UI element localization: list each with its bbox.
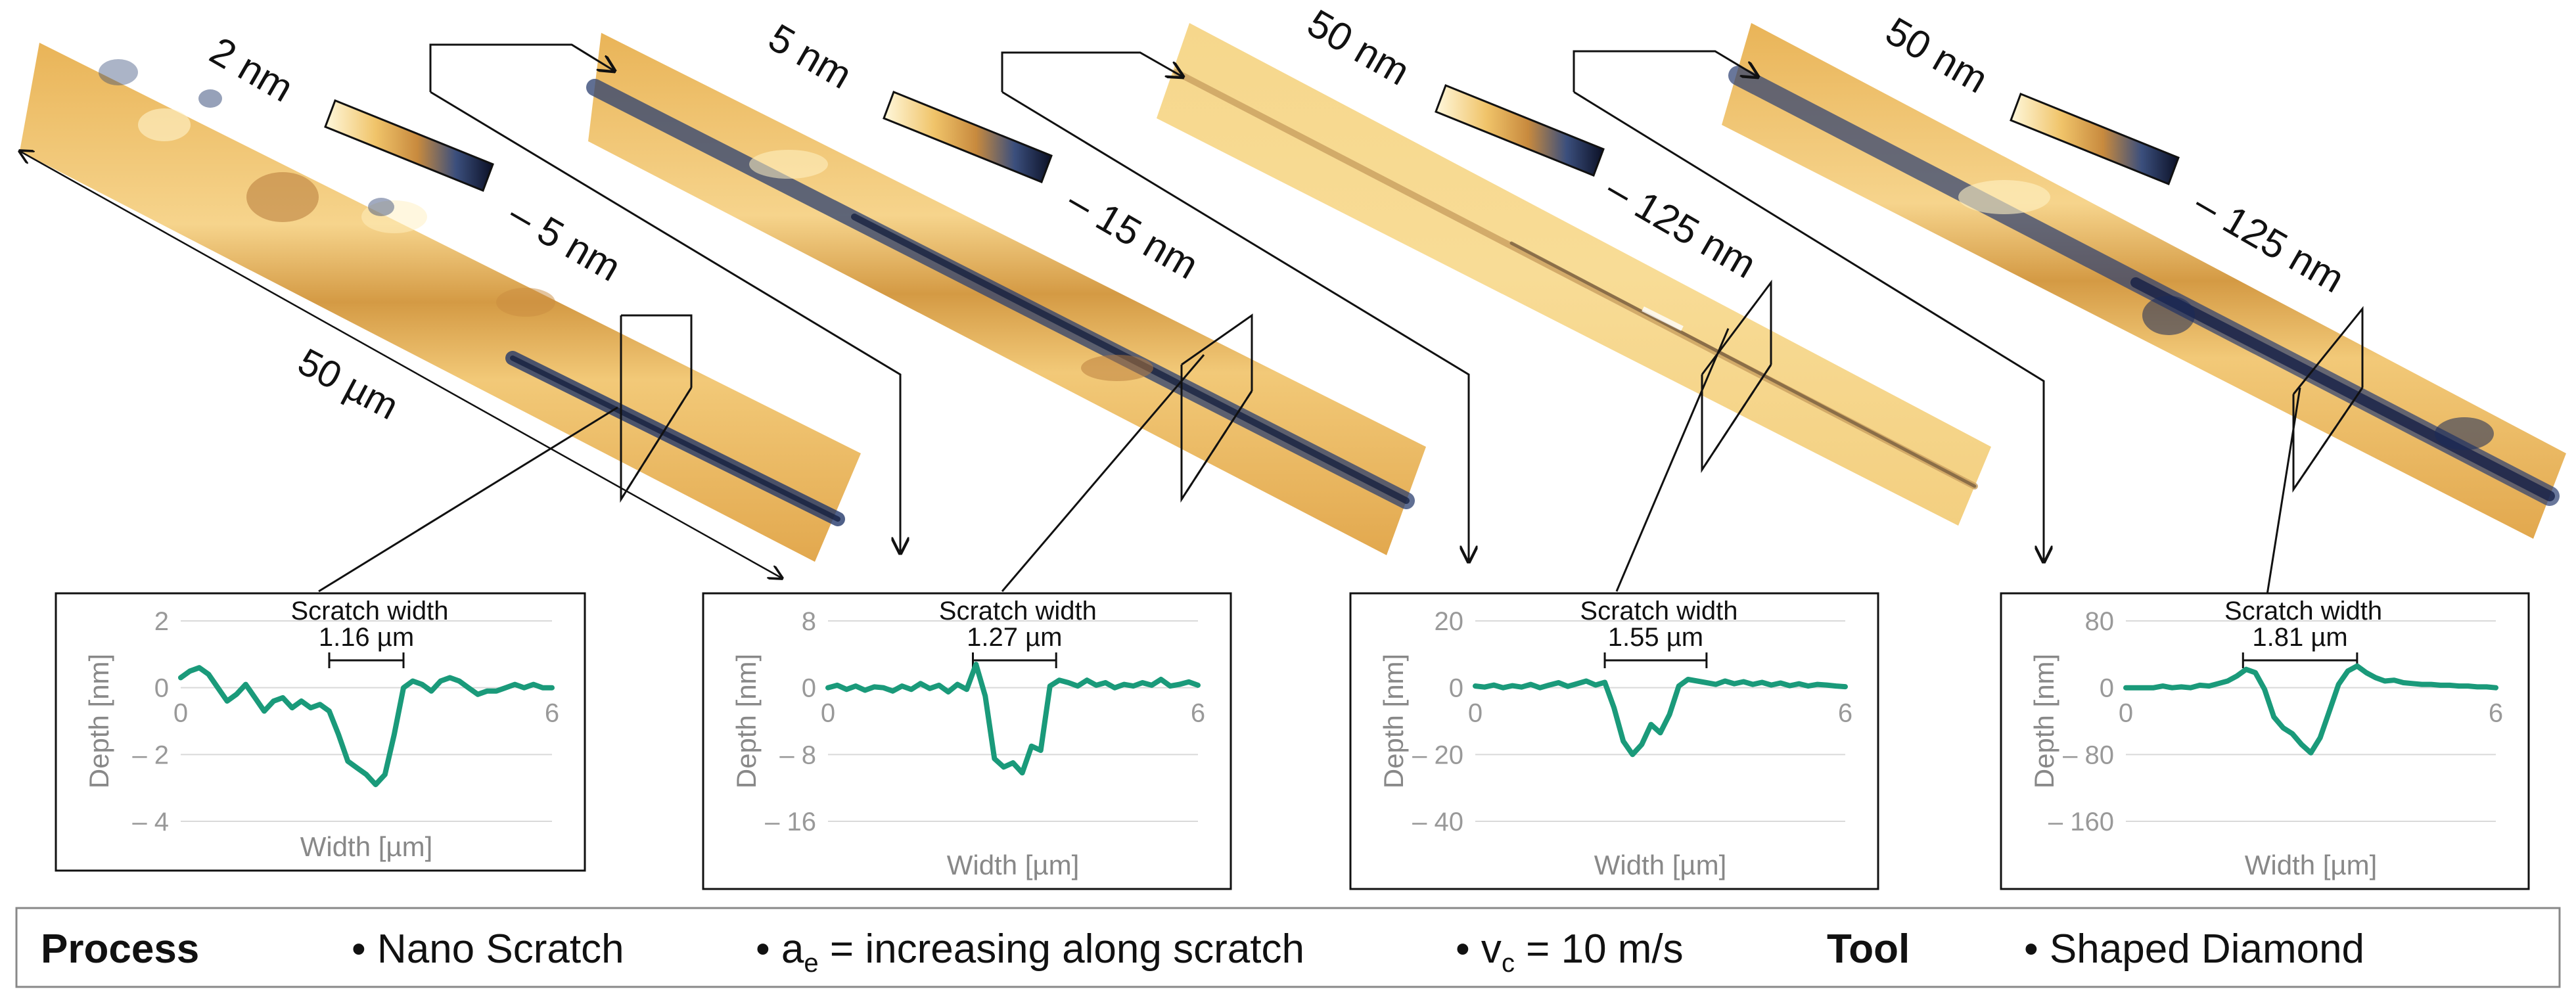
depth-profile-line <box>1473 677 1848 758</box>
x-tick-label: 6 <box>545 699 559 728</box>
y-tick-label: 0 <box>802 674 816 703</box>
y-tick-label: – 4 <box>132 808 169 836</box>
cross-section-markers <box>318 279 2364 595</box>
y-axis-title: Depth [nm] <box>83 654 114 788</box>
x-tick-label: 0 <box>2119 699 2133 728</box>
y-tick-label: 80 <box>2085 607 2115 636</box>
chart-title: Scratch width <box>2224 597 2382 626</box>
chart-title: Scratch width <box>1580 597 1737 626</box>
scan-4-top-label: 50 nm <box>1879 9 1996 101</box>
connector-arrow-6 <box>1573 91 2044 562</box>
scratch-width-value: 1.55 µm <box>1608 623 1703 652</box>
chart-title: Scratch width <box>290 597 448 626</box>
section-plane-4 <box>2266 306 2364 595</box>
y-tick-label: 2 <box>154 607 169 636</box>
tool-item-1: • Shaped Diamond <box>2024 926 2364 972</box>
depth-profile-line <box>178 665 555 788</box>
x-tick-label: 6 <box>1191 699 1205 728</box>
x-axis-title: Width [µm] <box>2245 850 2378 880</box>
y-tick-label: 0 <box>2100 674 2114 703</box>
process-item-2: • ae = increasing along scratch <box>756 926 1304 978</box>
chart-frame <box>1349 592 1879 890</box>
scratch-width-value: 1.16 µm <box>319 623 414 652</box>
process-item-3: • vc = 10 m/s <box>1456 926 1684 978</box>
x-axis-title: Width [µm] <box>300 831 433 862</box>
chart-frame <box>702 592 1232 890</box>
scan-2-top-label: 5 nm <box>762 15 860 97</box>
tool-label: Tool <box>1827 926 1910 972</box>
y-tick-label: 0 <box>1449 674 1463 703</box>
process-item-1: • Nano Scratch <box>352 926 624 972</box>
scan-3-top-label: 50 nm <box>1300 1 1417 93</box>
scan-1-bottom-label: – 5 nm <box>502 191 628 290</box>
scratch-width-value: 1.81 µm <box>2252 623 2347 652</box>
connector-arrow-2 <box>430 91 900 553</box>
depth-profile-line <box>2123 663 2498 756</box>
y-axis-title: Depth [nm] <box>1378 654 1409 788</box>
y-tick-label: – 80 <box>2063 740 2114 769</box>
x-tick-label: 6 <box>2489 699 2503 728</box>
afm-scan-3 <box>1157 23 1991 526</box>
footer-box <box>15 907 2561 988</box>
y-tick-label: – 160 <box>2048 808 2114 836</box>
y-tick-label: – 16 <box>765 808 816 836</box>
depth-profile-line <box>825 662 1201 776</box>
section-plane-1 <box>318 314 693 593</box>
y-axis-title: Depth [nm] <box>2029 654 2059 788</box>
connector-arrows <box>429 43 2044 562</box>
x-tick-label: 0 <box>1468 699 1483 728</box>
footer-process-tool: Process • Nano Scratch • ae = increasing… <box>15 907 2561 988</box>
y-tick-label: 20 <box>1435 607 1464 636</box>
y-axis-title: Depth [nm] <box>731 654 762 788</box>
y-tick-label: – 2 <box>132 740 169 769</box>
x-axis-title: Width [µm] <box>1594 850 1727 880</box>
connector-arrow-1 <box>429 43 614 92</box>
afm-scan-4 <box>1722 23 2566 539</box>
scale-bar-label: 50 µm <box>291 340 405 428</box>
section-plane-2 <box>1001 313 1253 592</box>
connector-arrow-3 <box>1001 51 1183 92</box>
y-tick-label: – 20 <box>1412 740 1463 769</box>
connector-arrow-4 <box>1001 91 1469 562</box>
chart-frame <box>55 592 586 872</box>
scan-2-bottom-label: – 15 nm <box>1061 178 1206 287</box>
y-tick-label: 0 <box>154 674 169 703</box>
x-tick-label: 6 <box>1838 699 1852 728</box>
y-tick-label: – 40 <box>1412 808 1463 836</box>
section-plane-3 <box>1615 279 1772 592</box>
y-tick-label: 8 <box>802 607 816 636</box>
process-label: Process <box>41 926 199 972</box>
chart-title: Scratch width <box>939 597 1097 626</box>
x-tick-label: 0 <box>821 699 835 728</box>
chart-frame <box>2000 592 2530 890</box>
connector-arrow-5 <box>1573 50 1758 92</box>
y-tick-label: – 8 <box>779 740 816 769</box>
scratch-width-value: 1.27 µm <box>967 623 1062 652</box>
x-tick-label: 0 <box>173 699 188 728</box>
x-axis-title: Width [µm] <box>947 850 1080 880</box>
